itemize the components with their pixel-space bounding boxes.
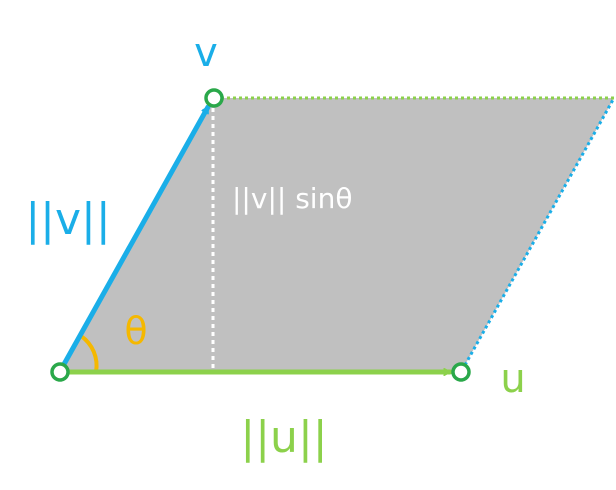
- label-norm-v: ||v||: [25, 194, 110, 245]
- label-height: ||v|| sinθ: [232, 182, 352, 215]
- label-u: u: [500, 356, 525, 402]
- angle-arc: [79, 334, 99, 373]
- label-theta: θ: [124, 309, 147, 353]
- right-edge-dotted: [463, 97, 616, 366]
- v-endpoint: [204, 88, 224, 108]
- label-v: v: [194, 30, 218, 76]
- label-norm-u: ||u||: [240, 412, 327, 463]
- origin-point: [50, 362, 70, 382]
- parallelogram-area: [60, 98, 614, 372]
- u-endpoint: [451, 362, 471, 382]
- vector-v-arrow: [60, 104, 211, 369]
